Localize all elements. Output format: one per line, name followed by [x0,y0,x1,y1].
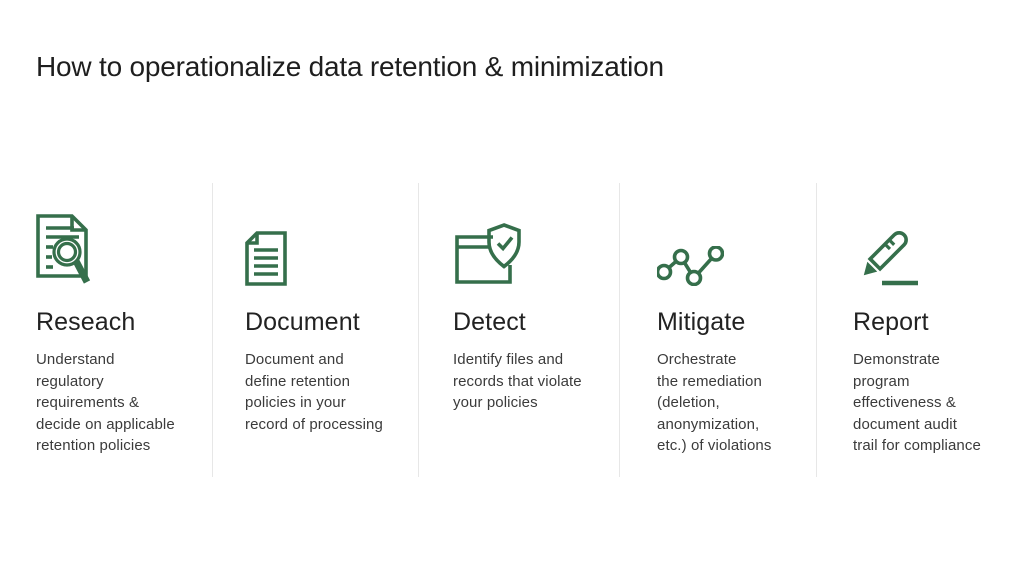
step-column-mitigate: Mitigate Orchestrate the remediation (de… [620,183,817,477]
step-heading: Mitigate [657,308,746,336]
step-column-detect: Detect Identify files and records that v… [419,183,620,477]
pencil-icon [853,183,1024,286]
zigzag-nodes-icon [657,183,816,286]
step-heading: Document [245,308,360,336]
step-description: Understand regulatory requirements & dec… [36,351,175,454]
step-description: Document and define retention policies i… [245,351,383,433]
step-column-document: Document Document and define retention p… [213,183,419,477]
document-lines-icon [245,183,418,286]
page-title: How to operationalize data retention & m… [36,51,664,82]
step-column-reseach: Reseach Understand regulatory requiremen… [0,183,213,477]
step-heading: Detect [453,308,526,336]
step-description: Orchestrate the remediation (deletion, a… [657,351,772,454]
step-heading: Reseach [36,308,136,336]
step-description: Demonstrate program effectiveness & docu… [853,351,981,454]
steps-row: Reseach Understand regulatory requiremen… [0,183,1024,477]
step-heading: Report [853,308,929,336]
step-description: Identify files and records that violate … [453,351,582,411]
file-shield-check-icon [453,183,619,286]
step-column-report: Report Demonstrate program effectiveness… [817,183,1024,477]
document-magnifier-icon [36,183,212,286]
